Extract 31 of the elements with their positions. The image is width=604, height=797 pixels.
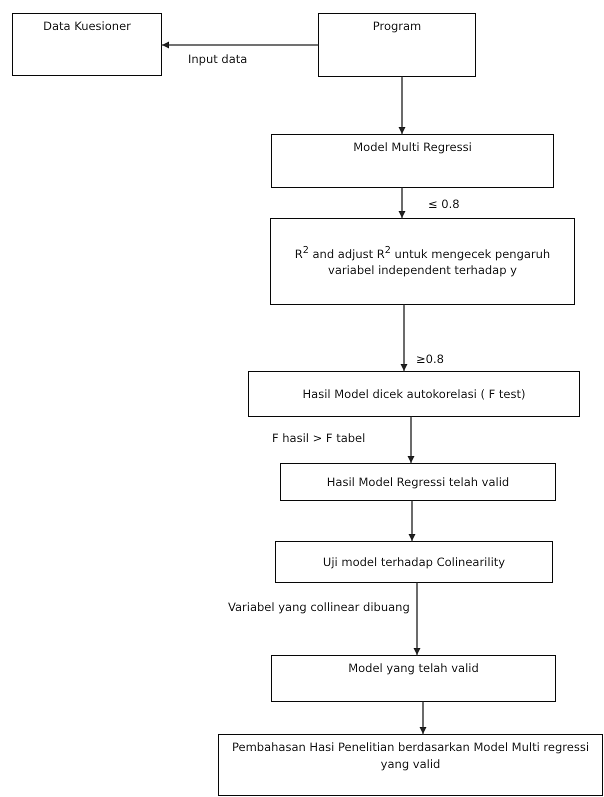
arrow [408,501,416,541]
process-box [318,13,476,77]
edge-label: ≤ 0.8 [428,197,460,211]
arrow [162,42,318,48]
edge-label: ≥0.8 [416,352,444,366]
arrow [414,583,420,655]
process-box [248,371,580,417]
process-box [271,655,556,702]
arrow [400,305,408,371]
arrow [398,77,406,134]
box-text: R$^{2}$ and adjust R$^{2}$ untuk mengecek pengaruh variabel independent terhadap y [294,244,552,280]
process-box [271,134,554,188]
edge-label: Variabel yang collinear dibuang [228,600,410,614]
process-box [280,463,556,501]
process-box [12,13,162,76]
box-text: Model yang telah valid [348,660,479,677]
box-text: Program [372,18,422,35]
process-box [270,218,575,305]
edge-label: Input data [188,52,248,66]
box-text: Hasil Model Regressi telah valid [326,474,510,490]
box-text: Data Kuesioner [43,18,131,35]
box-text: Pembahasan Hasi Penelitian berdasarkan Model Multi regressi yang valid [230,739,590,772]
arrow [398,188,406,218]
edge-label: F hasil > F tabel [272,431,366,445]
box-text: Hasil Model dicek autokorelasi ( F test) [302,386,526,402]
box-text: Uji model terhadap Colinearility [322,554,506,570]
process-box [218,734,603,796]
box-text: Model Multi Regressi [353,139,472,156]
arrow [408,417,414,463]
arrow [420,702,426,734]
process-box [275,541,553,583]
